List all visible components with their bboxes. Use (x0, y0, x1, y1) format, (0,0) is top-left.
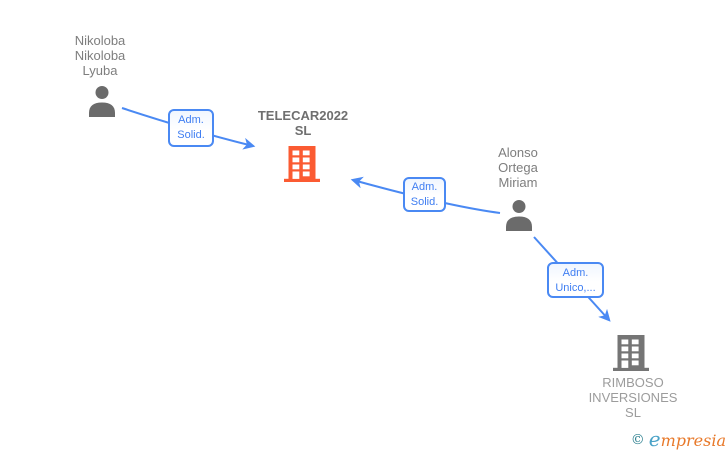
person1-label-line: Nikoloba (74, 33, 126, 48)
person2-label: Alonso Ortega Miriam (458, 145, 578, 190)
person2-label-line: Ortega (498, 160, 538, 175)
empresia-logo-text: mpresia (660, 431, 726, 450)
edge2-label-line: Adm. (411, 181, 438, 193)
person2-label-line: Alonso (498, 145, 538, 160)
edge3-label[interactable]: Adm. Unico,... (547, 262, 604, 298)
company2-building-icon[interactable] (613, 334, 649, 372)
company1-label-line: TELECAR2022 (257, 108, 349, 123)
person1-label-line: Lyuba (82, 63, 118, 78)
edge3-label-line: Adm. (562, 267, 589, 279)
edge1-label-line: Adm. (178, 114, 204, 126)
company2-label: RIMBOSO INVERSIONES SL (563, 375, 703, 420)
empresia-logo[interactable]: ©empresia (631, 427, 726, 450)
company2-label-line: INVERSIONES (588, 390, 678, 405)
edge3-label-line: Unico,... (555, 282, 596, 294)
edge2-label-line: Solid. (410, 196, 439, 208)
company2-label-line: SL (625, 405, 641, 420)
person1-label-line: Nikoloba (74, 48, 126, 63)
company1-label: TELECAR2022 SL (233, 108, 373, 138)
person1-icon[interactable] (86, 85, 118, 117)
edge1-label[interactable]: Adm. Solid. (168, 109, 214, 147)
empresia-logo-initial: e (648, 427, 661, 450)
copyright-icon: © (630, 432, 645, 448)
edge2-label[interactable]: Adm. Solid. (403, 177, 446, 212)
person2-icon[interactable] (503, 199, 535, 231)
edge1-label-line: Solid. (177, 129, 205, 141)
company1-label-line: SL (294, 123, 312, 138)
person1-label: Nikoloba Nikoloba Lyuba (40, 33, 160, 78)
person2-label-line: Miriam (498, 175, 538, 190)
company2-label-line: RIMBOSO (602, 375, 664, 390)
company1-building-icon[interactable] (284, 146, 320, 182)
